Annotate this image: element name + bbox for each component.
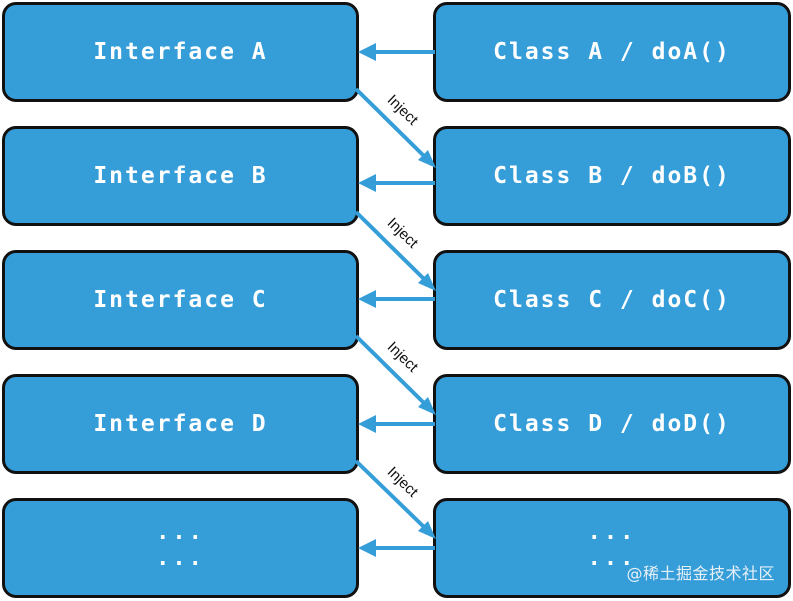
inject-arrow-a-to-b: Inject xyxy=(354,87,436,168)
class-a-label: Class A / doA() xyxy=(493,39,731,65)
implements-arrow-d xyxy=(358,415,435,433)
class-a-box: Class A / doA() xyxy=(433,2,791,102)
inject-arrow-c-to-d: Inject xyxy=(354,334,436,415)
interface-b-box: Interface B xyxy=(2,126,359,226)
class-d-label: Class D / doD() xyxy=(493,411,731,437)
interface-a-label: Interface A xyxy=(93,39,268,65)
interface-d-box: Interface D xyxy=(2,374,359,474)
interface-a-box: Interface A xyxy=(2,2,359,102)
ellipsis-line: ... xyxy=(156,546,205,571)
ellipsis-line: ... xyxy=(587,520,637,545)
interface-d-label: Interface D xyxy=(93,411,268,437)
class-b-box: Class B / doB() xyxy=(433,126,791,226)
class-c-box: Class C / doC() xyxy=(433,250,791,350)
class-c-label: Class C / doC() xyxy=(493,287,731,313)
implements-arrow-a xyxy=(358,43,435,61)
inject-label: Inject xyxy=(384,92,422,130)
interface-c-box: Interface C xyxy=(2,250,359,350)
implements-arrow-b xyxy=(358,174,435,192)
interface-b-label: Interface B xyxy=(93,163,268,189)
ellipsis-line: ... xyxy=(587,546,637,571)
class-ellipsis-box: ... ... xyxy=(433,498,791,598)
class-d-box: Class D / doD() xyxy=(433,374,791,474)
ellipsis-line: ... xyxy=(156,520,205,545)
inject-arrow-d-to-ellipsis: Inject xyxy=(354,459,436,539)
class-b-label: Class B / doB() xyxy=(493,163,731,189)
watermark-text: @稀土掘金技术社区 xyxy=(626,564,775,583)
implements-arrow-ellipsis xyxy=(358,539,435,557)
interface-c-label: Interface C xyxy=(93,287,268,313)
interface-ellipsis-box: ... ... xyxy=(2,498,359,598)
inject-label: Inject xyxy=(384,215,422,253)
implements-arrow-c xyxy=(358,290,435,308)
inject-arrow-b-to-c: Inject xyxy=(354,210,436,291)
inject-label: Inject xyxy=(384,464,422,502)
inject-label: Inject xyxy=(384,339,422,377)
